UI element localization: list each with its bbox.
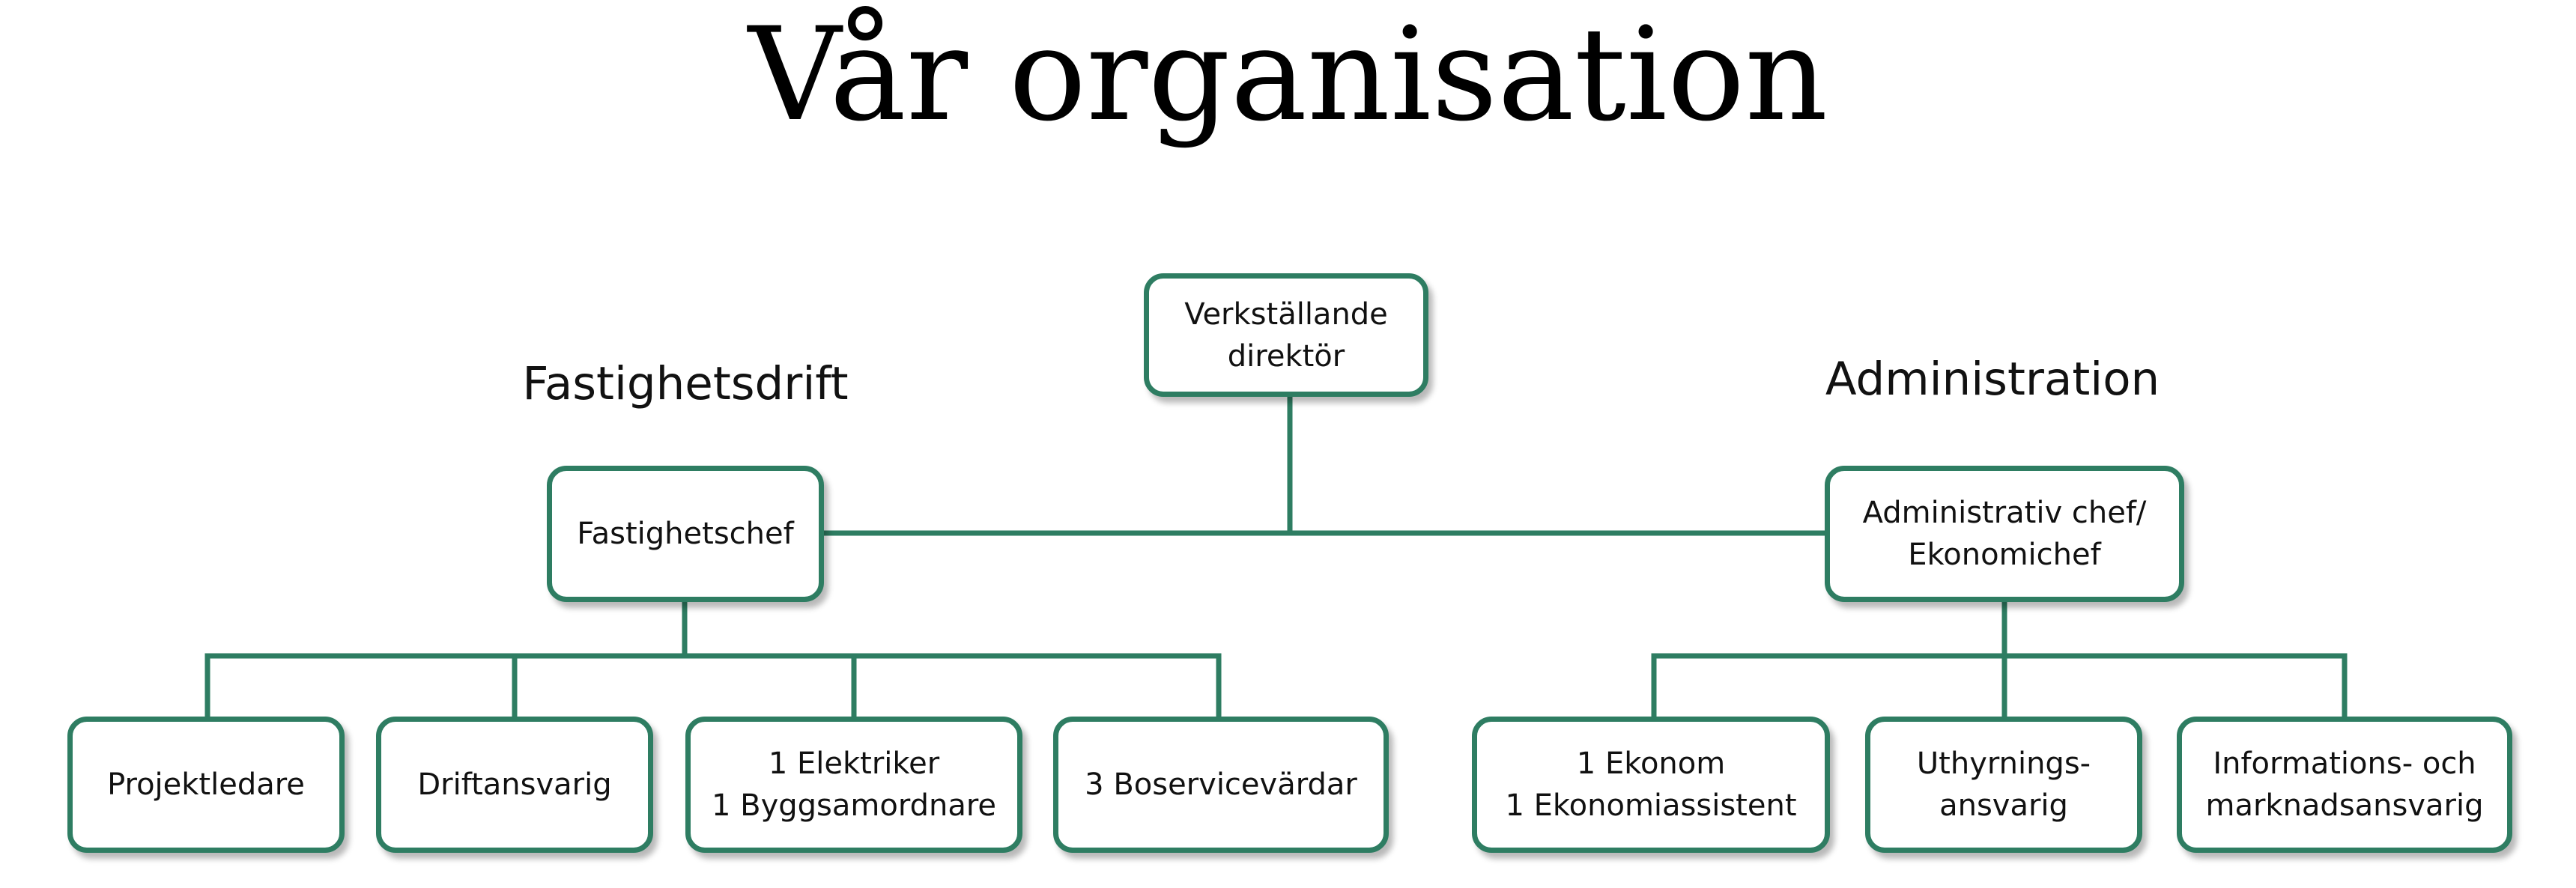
node-admin-head: Administrativ chef/ Ekonomichef — [1825, 466, 2184, 602]
section-label-property-operations: Fastighetsdrift — [522, 357, 849, 410]
node-electrician-label: 1 Elektriker 1 Byggsamordnare — [711, 746, 997, 823]
node-admin-head-label: Administrativ chef/ Ekonomichef — [1862, 496, 2147, 572]
node-service-label: 3 Boservicevärdar — [1085, 767, 1357, 802]
node-rental-label: Uthyrnings- ansvarig — [1916, 746, 2091, 823]
node-project-leader-label: Projektledare — [107, 767, 305, 802]
node-property-head: Fastighetschef — [547, 466, 824, 602]
page-title: Vår organisation — [748, 0, 1828, 150]
node-electrician: 1 Elektriker 1 Byggsamordnare — [685, 717, 1022, 853]
node-service: 3 Boservicevärdar — [1053, 717, 1389, 853]
node-rental: Uthyrnings- ansvarig — [1865, 717, 2142, 853]
node-project-leader: Projektledare — [67, 717, 345, 853]
node-marketing: Informations- och marknadsansvarig — [2177, 717, 2512, 853]
node-economist: 1 Ekonom 1 Ekonomiassistent — [1472, 717, 1830, 853]
node-operations-label: Driftansvarig — [417, 767, 612, 802]
node-economist-label: 1 Ekonom 1 Ekonomiassistent — [1505, 746, 1797, 823]
node-ceo-label: Verkställande direktör — [1184, 296, 1388, 374]
node-operations: Driftansvarig — [376, 717, 653, 853]
node-marketing-label: Informations- och marknadsansvarig — [2205, 746, 2484, 823]
section-label-administration: Administration — [1825, 353, 2160, 406]
node-property-head-label: Fastighetschef — [577, 517, 794, 551]
node-ceo: Verkställande direktör — [1144, 273, 1428, 397]
